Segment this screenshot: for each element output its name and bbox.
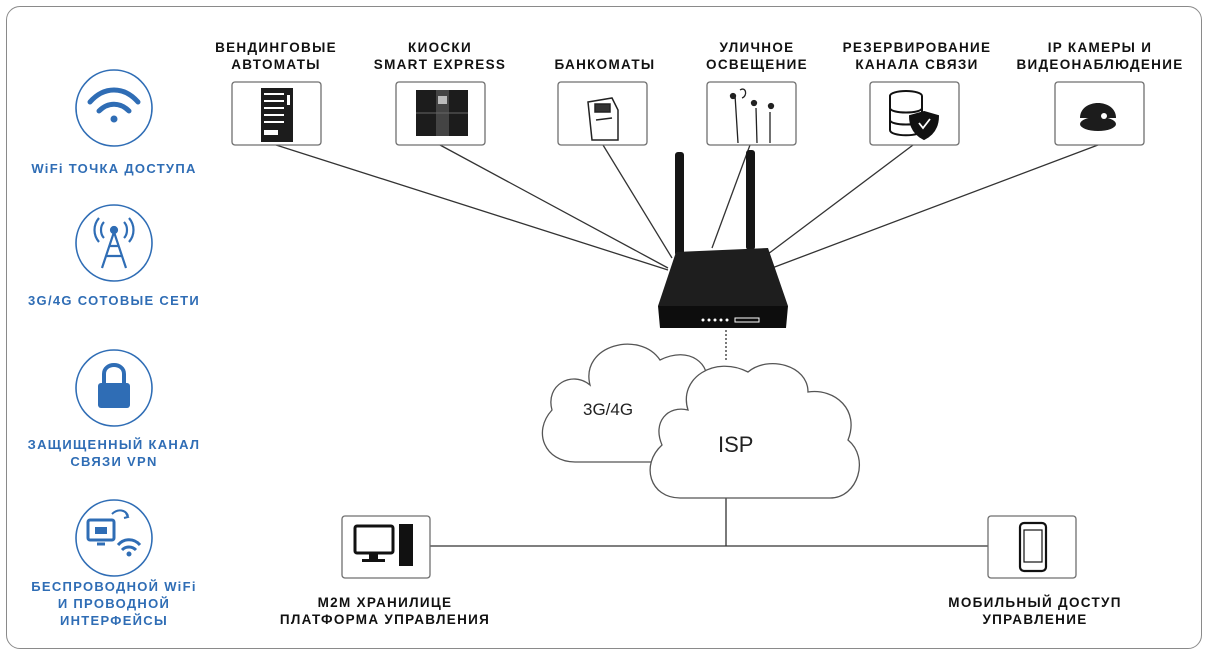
vending-machine-icon bbox=[261, 88, 293, 142]
atm-icon bbox=[587, 97, 619, 141]
feature-vpn-label-2: СВЯЗИ VPN bbox=[70, 454, 158, 469]
cloud-isp-label: ISP bbox=[718, 432, 754, 457]
m2m-label-2: ПЛАТФОРМА УПРАВЛЕНИЯ bbox=[279, 612, 491, 627]
feature-interfaces-label-3: ИНТЕРФЕЙСЫ bbox=[59, 613, 169, 628]
feature-cell-label: 3G/4G СОТОВЫЕ СЕТИ bbox=[28, 293, 200, 308]
wifi-circle bbox=[75, 69, 153, 147]
wired-wireless-icon bbox=[86, 509, 142, 557]
bottom-network-bus bbox=[430, 498, 988, 547]
kiosk-icon bbox=[416, 90, 468, 136]
device-vending-label-1: ВЕНДИНГОВЫЕ bbox=[215, 40, 337, 55]
street-light-icon bbox=[729, 88, 775, 144]
padlock-icon bbox=[98, 363, 130, 408]
feature-wifi-label: WiFi ТОЧКА ДОСТУПА bbox=[31, 161, 197, 176]
device-kiosk-label-1: КИОСКИ bbox=[408, 40, 472, 55]
feature-interfaces-label-2: И ПРОВОДНОЙ bbox=[57, 596, 171, 611]
device-camera-label-1: IP КАМЕРЫ И bbox=[1047, 40, 1153, 55]
device-connection-lines bbox=[275, 144, 1099, 271]
device-light-label-1: УЛИЧНОЕ bbox=[719, 40, 795, 55]
device-backup-label-1: РЕЗЕРВИРОВАНИЕ bbox=[842, 40, 992, 55]
cloud-3g4g-label: 3G/4G bbox=[583, 400, 634, 419]
dome-camera-icon bbox=[1080, 103, 1116, 131]
database-shield-icon bbox=[889, 90, 940, 141]
device-light-label-2: ОСВЕЩЕНИЕ bbox=[706, 57, 808, 72]
wifi-icon bbox=[87, 87, 141, 123]
diagram-frame bbox=[6, 6, 1202, 649]
device-camera-label-2: ВИДЕОНАБЛЮДЕНИЕ bbox=[1016, 57, 1184, 72]
device-backup-label-2: КАНАЛА СВЯЗИ bbox=[855, 57, 979, 72]
atm-box bbox=[557, 81, 648, 146]
m2m-label-1: M2M ХРАНИЛИЦЕ bbox=[317, 595, 453, 610]
street-light-box bbox=[706, 81, 797, 146]
mobile-label-2: УПРАВЛЕНИЕ bbox=[982, 612, 1088, 627]
feature-interfaces-label-1: БЕСПРОВОДНОЙ WiFi bbox=[31, 579, 197, 594]
feature-vpn-label-1: ЗАЩИЩЕННЫЙ КАНАЛ bbox=[27, 437, 201, 452]
device-atm-label: БАНКОМАТЫ bbox=[554, 57, 656, 72]
router-icon bbox=[658, 150, 788, 328]
smartphone-icon bbox=[1018, 521, 1048, 573]
cloud-isp-icon bbox=[649, 363, 860, 499]
cell-circle bbox=[75, 204, 153, 282]
cell-tower-icon bbox=[93, 217, 135, 269]
mobile-label-1: МОБИЛЬНЫЙ ДОСТУП bbox=[948, 595, 1122, 610]
device-vending-label-2: АВТОМАТЫ bbox=[231, 57, 321, 72]
device-kiosk-label-2: SMART EXPRESS bbox=[373, 57, 507, 72]
mobile-box bbox=[987, 515, 1077, 579]
desktop-computer-icon bbox=[353, 524, 413, 566]
